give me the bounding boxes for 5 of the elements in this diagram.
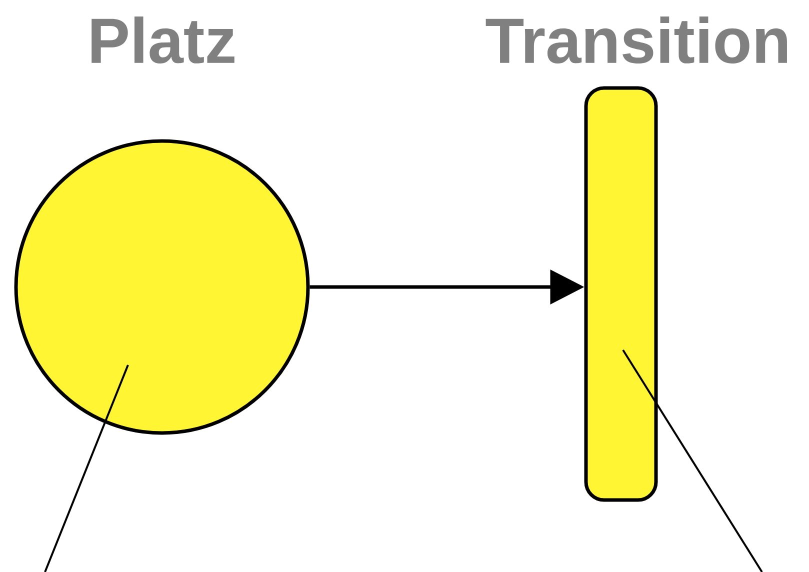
transition-bar: Transition [486,16,787,502]
node-label: Transition [486,16,787,64]
node-label: Platz [92,16,234,64]
leader-line [622,349,763,572]
leader-line [44,364,129,572]
